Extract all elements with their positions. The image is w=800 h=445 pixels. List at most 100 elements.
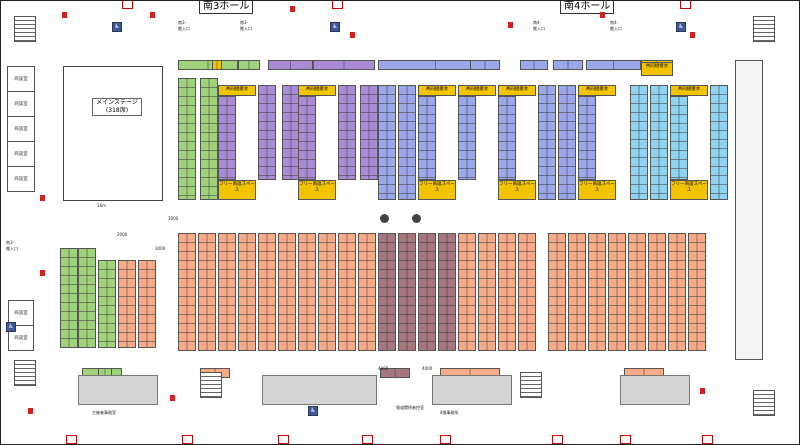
joint-water-label: 共同組接水 — [578, 85, 616, 96]
hall4-office-label: 4階事務所 — [440, 410, 459, 415]
meeting-room: 商談室 — [7, 166, 35, 192]
free-talk-space-label: フリー商談スペース — [298, 180, 336, 200]
entrance-sub: 搬入口 — [178, 26, 190, 31]
entrance-name: 南3- — [6, 240, 14, 245]
dimension-label: 4000 — [422, 366, 433, 371]
exit-marker — [362, 435, 373, 444]
booth-column — [418, 96, 436, 180]
booth-column — [338, 233, 356, 351]
joint-water-label: 共同組接水 — [298, 85, 336, 96]
dimension-label: 16m — [97, 203, 106, 208]
booth-column — [608, 233, 626, 351]
entrance-sub: 搬入口 — [6, 246, 18, 251]
service-room — [262, 375, 377, 405]
booth-column — [478, 233, 496, 351]
exit-marker — [552, 435, 563, 444]
free-talk-space-label: フリー商談スペース — [578, 180, 616, 200]
fire-equipment-marker — [600, 12, 605, 18]
booth-column — [398, 233, 416, 351]
service-room — [78, 375, 158, 405]
booth-column — [458, 233, 476, 351]
joint-water-label: 共同組接水 — [670, 85, 708, 96]
booth-column — [258, 233, 276, 351]
fire-equipment-marker — [40, 195, 45, 201]
pillar — [412, 214, 421, 223]
booth-column — [458, 96, 476, 180]
entrance-name: 南3- — [178, 20, 186, 25]
booth-column — [360, 85, 378, 180]
booth-column — [298, 96, 316, 180]
booth-column — [318, 233, 336, 351]
service-room — [620, 375, 690, 405]
booth-strip-bottom — [380, 368, 410, 378]
booth-column — [418, 233, 436, 351]
fire-equipment-marker — [150, 12, 155, 18]
booth-column — [378, 233, 396, 351]
fire-equipment-marker — [350, 32, 355, 38]
booth-column — [78, 248, 96, 348]
booth-column — [538, 85, 556, 200]
exit-marker — [620, 435, 631, 444]
fire-equipment-marker — [508, 22, 513, 28]
fire-equipment-marker — [690, 32, 695, 38]
booth-column — [710, 85, 728, 200]
booth-column — [568, 233, 586, 351]
booth-column — [628, 233, 646, 351]
booth-column — [338, 85, 356, 180]
booth-column — [118, 260, 136, 348]
booth-column — [630, 85, 648, 200]
entrance-sub: 搬入口 — [610, 26, 622, 31]
stairs — [14, 360, 36, 386]
joint-water-label: 共同組接水 — [641, 62, 673, 76]
fire-equipment-marker — [290, 6, 295, 12]
booth-column — [200, 78, 218, 200]
stage-title: メインステージ — [96, 99, 138, 106]
booth-strip-top — [553, 60, 583, 70]
booth-strip-top — [520, 60, 548, 70]
booth-column — [218, 233, 236, 351]
exit-marker — [702, 435, 713, 444]
fire-equipment-marker — [28, 408, 33, 414]
booth-column — [238, 233, 256, 351]
restroom-icon: ♿ — [6, 322, 16, 332]
booth-column — [670, 96, 688, 180]
restroom-icon: ♿ — [676, 22, 686, 32]
booth-column — [588, 233, 606, 351]
exit-marker — [440, 435, 451, 444]
fire-equipment-marker — [700, 388, 705, 394]
joint-water-label: 共同組接水 — [498, 85, 536, 96]
booth-strip-top — [313, 60, 375, 70]
dimension-label: 4000 — [378, 366, 389, 371]
booth-column — [650, 85, 668, 200]
booth-column — [558, 85, 576, 200]
booth-strip-top — [238, 60, 260, 70]
booth-column — [258, 85, 276, 180]
exit-marker — [278, 435, 289, 444]
booth-column — [498, 233, 516, 351]
free-talk-space-label: フリー商談スペース — [218, 180, 256, 200]
joint-water-label: 共同組接水 — [418, 85, 456, 96]
stairs — [753, 16, 775, 42]
booth-column — [398, 85, 416, 200]
booth-column — [198, 233, 216, 351]
organizer-office-label: 主催者事務室 — [92, 410, 116, 415]
entrance-name: 南3- — [240, 20, 248, 25]
booth-strip-top — [268, 60, 313, 70]
stage-capacity: (318席) — [105, 107, 129, 114]
service-room — [432, 375, 512, 405]
booth-column — [518, 233, 536, 351]
dimension-label: 3000 — [155, 246, 166, 251]
booth-column — [498, 96, 516, 180]
stairs — [753, 390, 775, 416]
fire-equipment-marker — [40, 270, 45, 276]
booth-column — [178, 233, 196, 351]
restroom-icon: ♿ — [308, 406, 318, 416]
booth-column — [548, 233, 566, 351]
booth-column — [218, 96, 236, 180]
main-stage-label: メインステージ (318席) — [92, 98, 142, 116]
booth-column — [438, 233, 456, 351]
joint-water-label: 共同組接水 — [458, 85, 496, 96]
booth-column — [60, 248, 78, 348]
